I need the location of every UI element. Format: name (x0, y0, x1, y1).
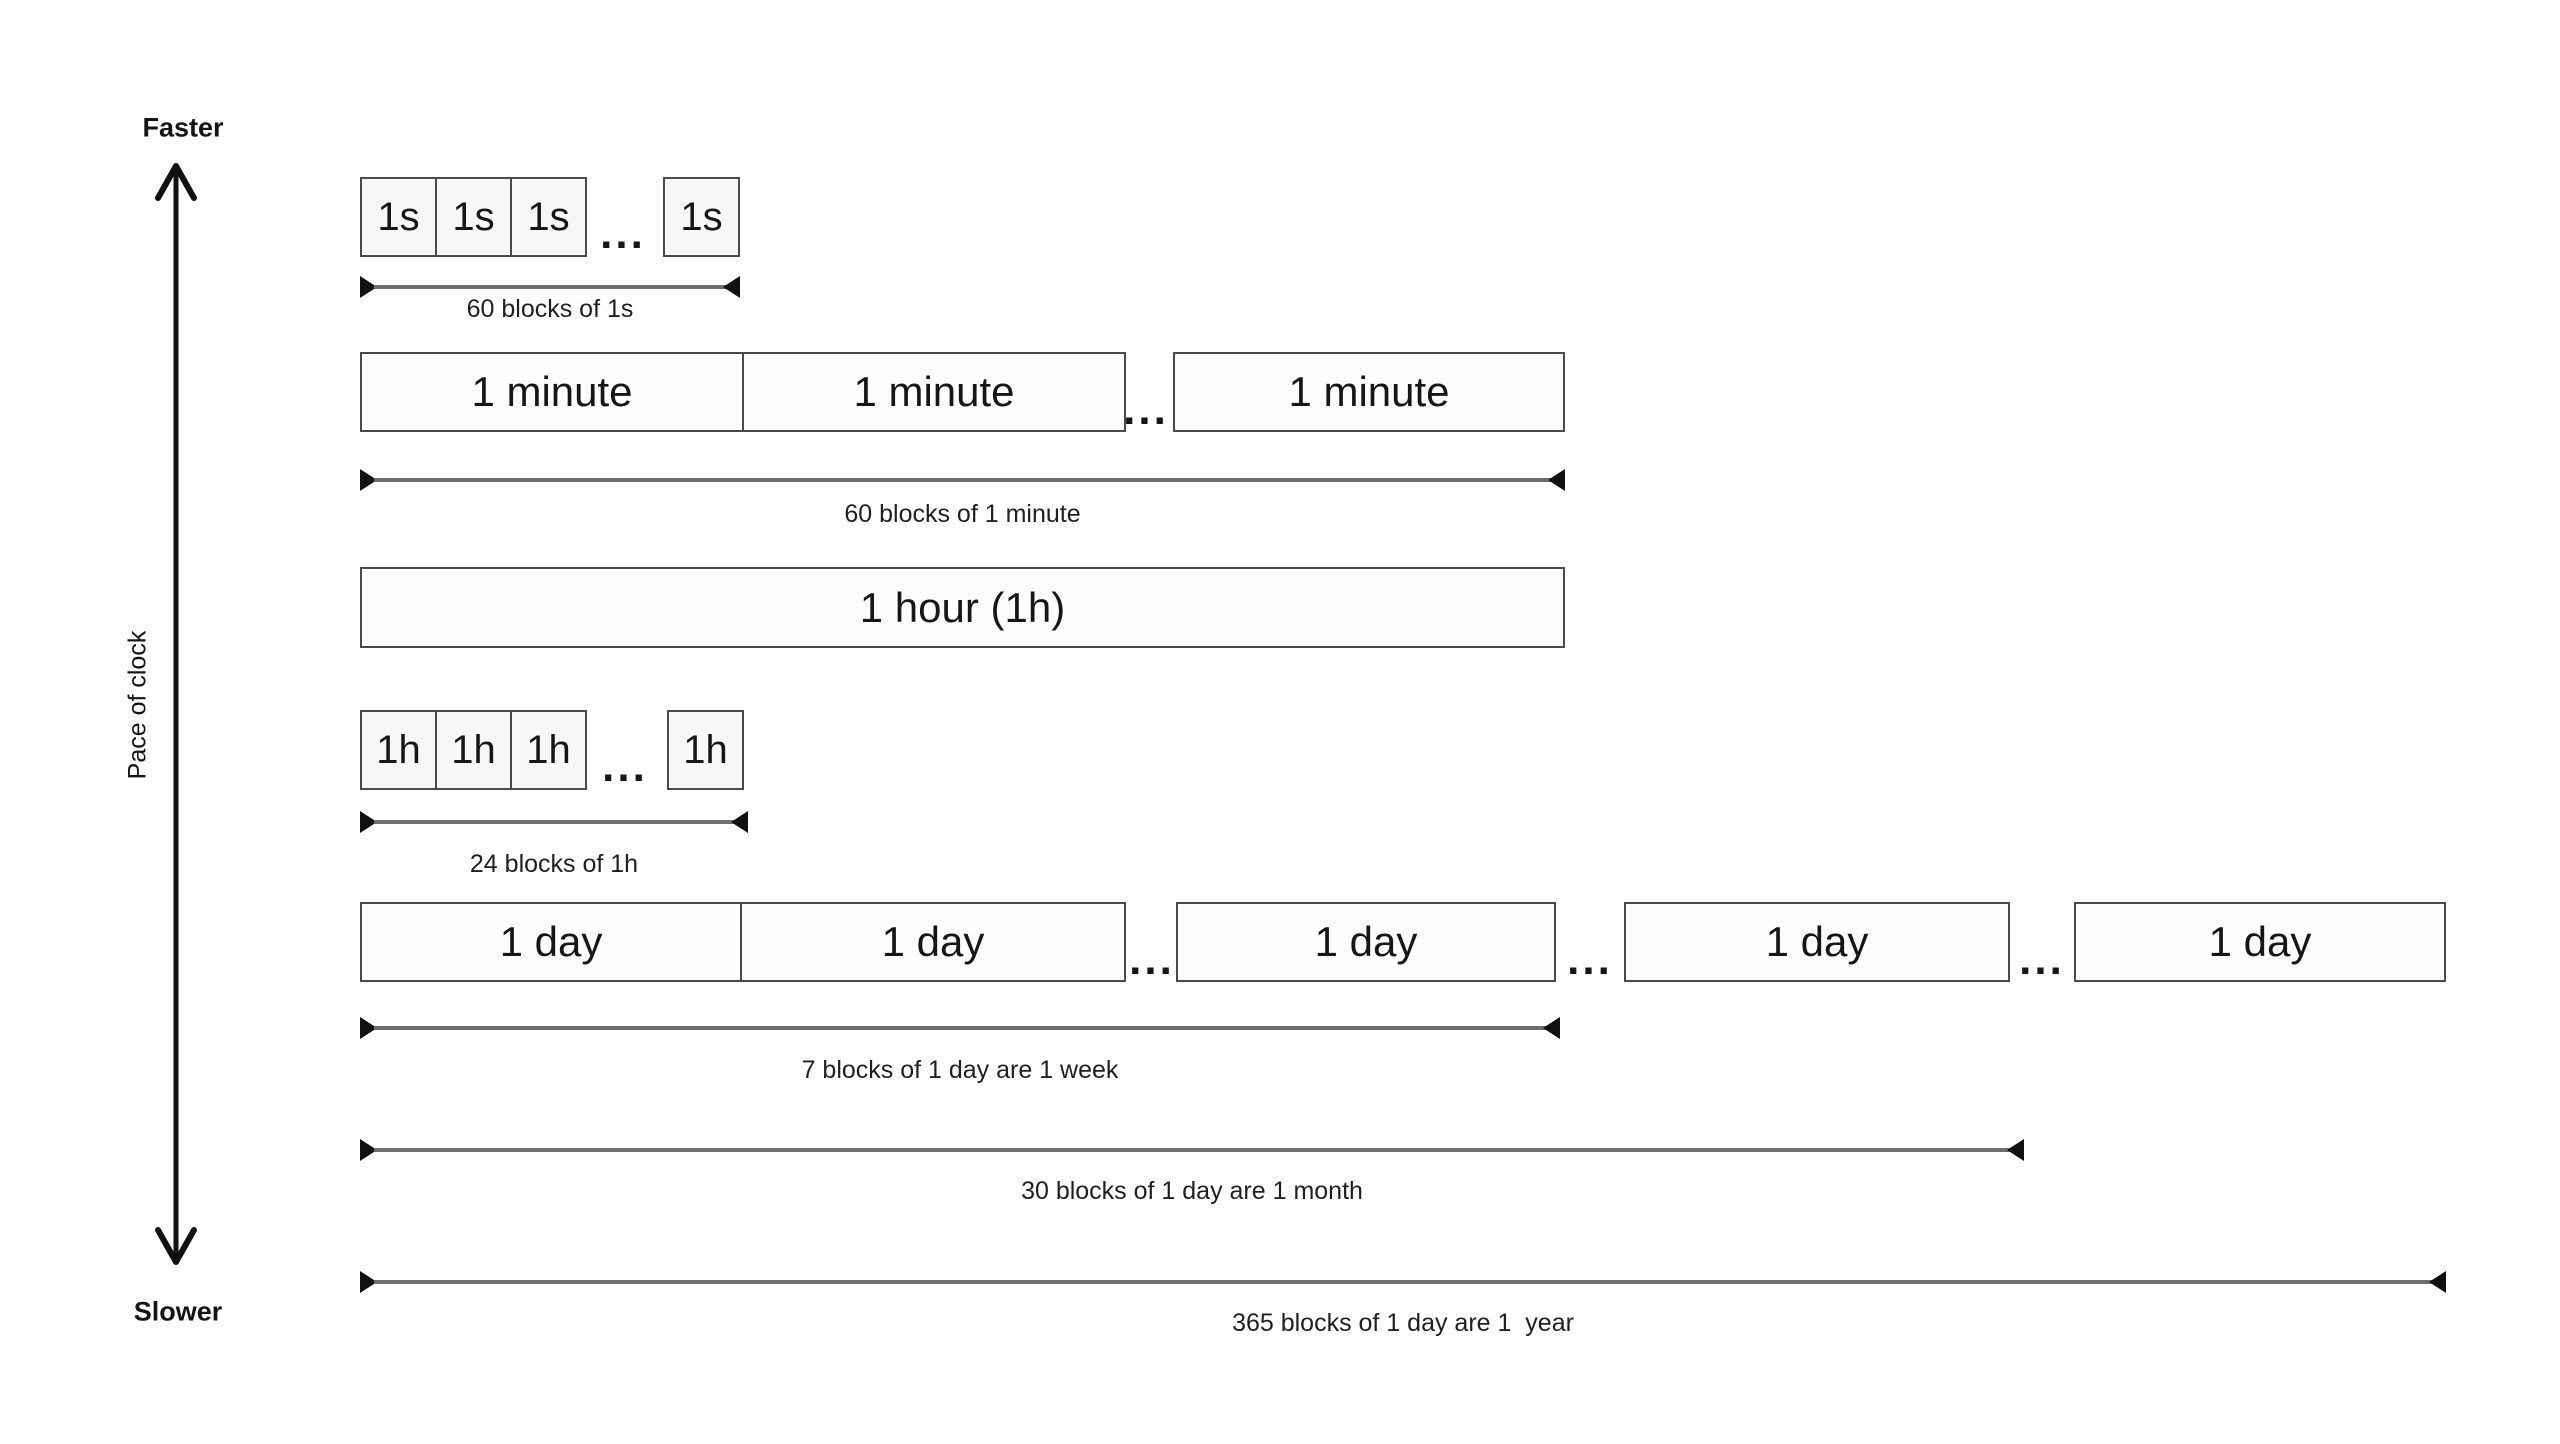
arrowhead-left-icon (360, 469, 377, 491)
arrowhead-right-icon (2429, 1271, 2446, 1293)
span-label: 30 blocks of 1 day are 1 month (1021, 1177, 1363, 1205)
span-30-blocks-1-month: 30 blocks of 1 day are 1 month (360, 1139, 2024, 1205)
span-60-blocks-of-1s: 60 blocks of 1s (360, 276, 740, 342)
span-7-blocks-1-week: 7 blocks of 1 day are 1 week (360, 1017, 1560, 1084)
arrowhead-right-icon (1548, 469, 1565, 491)
pace-axis-double-arrow-icon (155, 163, 197, 1265)
second-block: 1s (663, 177, 740, 257)
ellipsis: ... (1129, 935, 1175, 984)
arrowhead-left-icon (360, 276, 377, 298)
ellipsis: ... (600, 209, 646, 258)
arrowhead-left-icon (360, 1139, 377, 1161)
second-block: 1s (510, 177, 587, 257)
ellipsis: ... (1123, 385, 1169, 434)
span-label: 60 blocks of 1 minute (844, 500, 1081, 528)
span-24-blocks-of-1h: 24 blocks of 1h (360, 811, 748, 878)
span-label: 24 blocks of 1h (469, 850, 639, 878)
hour-unit-block: 1h (360, 710, 437, 790)
span-label: 60 blocks of 1s (466, 295, 634, 323)
minute-block: 1 minute (742, 352, 1126, 432)
hour-unit-block: 1h (667, 710, 744, 790)
arrowhead-right-icon (1543, 1017, 1560, 1039)
minute-block: 1 minute (1173, 352, 1565, 432)
second-block: 1s (435, 177, 512, 257)
ellipsis: ... (2019, 935, 2065, 984)
ellipsis: ... (1567, 935, 1613, 984)
arrowhead-right-icon (723, 276, 740, 298)
axis-pace-of-clock-label: Pace of clock (123, 630, 152, 780)
day-block: 1 day (1176, 902, 1556, 982)
day-block: 1 day (1624, 902, 2010, 982)
arrowhead-left-icon (360, 1017, 377, 1039)
arrowhead-left-icon (360, 811, 377, 833)
hour-unit-block: 1h (435, 710, 512, 790)
hour-block: 1 hour (1h) (360, 567, 1565, 648)
axis-slower-label: Slower (133, 1296, 223, 1327)
span-label: 365 blocks of 1 day are 1 year (1232, 1309, 1574, 1337)
span-60-blocks-of-1-minute: 60 blocks of 1 minute (360, 469, 1565, 535)
span-label: 7 blocks of 1 day are 1 week (801, 1056, 1119, 1084)
span-365-blocks-1-year: 365 blocks of 1 day are 1 year (360, 1271, 2446, 1337)
minute-block: 1 minute (360, 352, 744, 432)
arrowhead-right-icon (731, 811, 748, 833)
axis-faster-label: Faster (142, 112, 224, 143)
ellipsis: ... (602, 742, 648, 791)
arrowhead-right-icon (2007, 1139, 2024, 1161)
day-block: 1 day (360, 902, 742, 982)
arrowhead-left-icon (360, 1271, 377, 1293)
hour-unit-block: 1h (510, 710, 587, 790)
day-block: 1 day (740, 902, 1126, 982)
day-block: 1 day (2074, 902, 2446, 982)
second-block: 1s (360, 177, 437, 257)
